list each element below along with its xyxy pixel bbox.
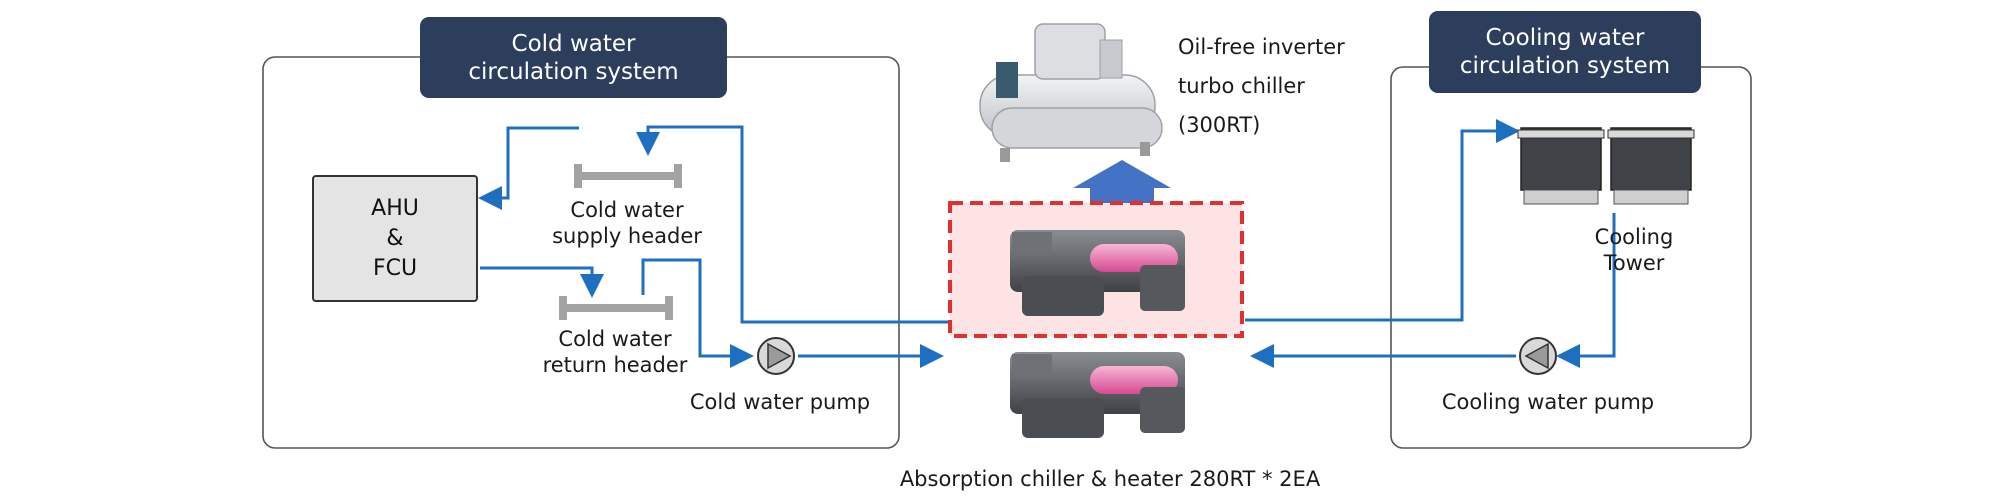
supply-header-shape [574, 164, 682, 188]
cooling-tower-icon [1517, 127, 1695, 205]
pipe-chiller-to-tower [1245, 119, 1520, 322]
cold-pump-label: Cold water pump [689, 390, 871, 414]
cooling-pump-label: Cooling water pump [1441, 390, 1655, 414]
cold-system-title-line1: Cold water [511, 30, 636, 57]
cooling-system-title: Cooling water circulation system [1429, 11, 1701, 93]
ahu-line1: AHU [371, 195, 419, 221]
return-header-line2: return header [542, 353, 688, 377]
cooling-water-pump-icon [1519, 337, 1557, 375]
cold-system-title-line2: circulation system [468, 58, 679, 85]
cooling-tower-label: Cooling Tower [1584, 224, 1684, 276]
ahu-fcu-box: AHU & FCU [312, 175, 478, 302]
pipe-supply-to-ahu [478, 126, 579, 210]
up-arrow-icon [1073, 160, 1171, 208]
ahu-line3: FCU [372, 255, 418, 281]
supply-header-line2: supply header [552, 224, 702, 248]
pipe-ahu-to-return-header [480, 266, 604, 298]
pipe-return-header-to-pump [641, 258, 754, 368]
turbo-chiller-line2: turbo chiller [1178, 74, 1305, 98]
return-header-label: Cold water return header [540, 326, 690, 378]
turbo-chiller-label: Oil-free inverter turbo chiller (300RT) [1178, 28, 1378, 145]
cold-water-pipes [478, 125, 950, 368]
cooling-tower-line2: Tower [1603, 251, 1665, 275]
pipe-chiller-to-supply-header [636, 125, 950, 324]
supply-header-line1: Cold water [570, 198, 684, 222]
turbo-chiller-line3: (300RT) [1178, 113, 1261, 137]
cooling-water-pipes [1245, 119, 1616, 368]
absorption-chiller-1-icon [1010, 230, 1185, 316]
return-header-line1: Cold water [558, 327, 672, 351]
turbo-chiller-line1: Oil-free inverter [1178, 35, 1345, 59]
cooling-system-title-line2: circulation system [1459, 53, 1671, 79]
cold-system-title: Cold water circulation system [420, 17, 727, 98]
return-header-shape [559, 296, 673, 320]
pipe-tower-to-pump [1556, 213, 1616, 368]
supply-header-label: Cold water supply header [552, 197, 702, 249]
absorption-chiller-label: Absorption chiller & heater 280RT * 2EA [899, 467, 1321, 491]
cold-water-pump-icon [757, 337, 795, 375]
cooling-system-title-line1: Cooling water [1485, 25, 1645, 51]
cooling-tower-line1: Cooling [1594, 225, 1674, 249]
ahu-line2: & [386, 225, 404, 251]
turbo-chiller-icon [979, 23, 1163, 162]
absorption-chiller-2-icon [1010, 352, 1185, 438]
